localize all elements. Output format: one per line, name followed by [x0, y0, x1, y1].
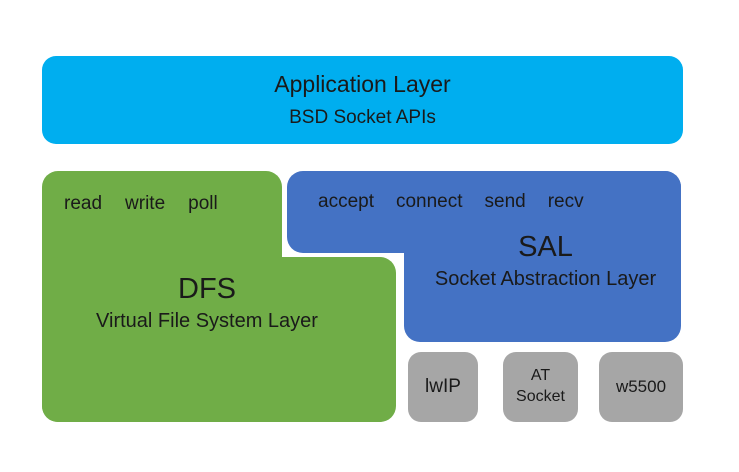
sal-layer-shape-right: [404, 171, 681, 342]
dfs-op-poll: poll: [188, 193, 218, 214]
protocol-stack-at-socket-label-line2: Socket: [516, 388, 565, 405]
dfs-acronym: DFS: [178, 273, 236, 305]
dfs-layer-labels: DFS Virtual File System Layer: [42, 273, 372, 333]
protocol-stack-at-socket: AT Socket: [503, 352, 578, 422]
sal-op-connect: connect: [395, 191, 463, 212]
sal-op-recv: recv: [547, 191, 584, 212]
dfs-layer-shape-bottom: [42, 257, 396, 422]
sal-layer-name: Socket Abstraction Layer: [434, 268, 657, 290]
protocol-stack-lwip-label: lwIP: [425, 376, 461, 397]
protocol-stack-w5500-label: w5500: [615, 377, 667, 396]
sal-op-accept: accept: [318, 191, 374, 212]
application-layer-subtitle: BSD Socket APIs: [289, 107, 436, 128]
sal-op-send: send: [484, 191, 526, 212]
protocol-stack-w5500: w5500: [599, 352, 683, 422]
protocol-stack-lwip: lwIP: [408, 352, 478, 422]
sal-operations: accept connect send recv: [318, 191, 584, 213]
application-layer-title: Application Layer: [274, 71, 451, 97]
application-layer-box: Application Layer BSD Socket APIs: [42, 56, 683, 144]
dfs-op-read: read: [64, 193, 103, 214]
dfs-layer-name: Virtual File System Layer: [96, 310, 318, 332]
dfs-operations: read write poll: [64, 193, 218, 215]
sal-acronym: SAL: [518, 231, 573, 263]
protocol-stack-at-socket-label-line1: AT: [530, 367, 551, 385]
dfs-op-write: write: [125, 193, 166, 214]
sal-layer-labels: SAL Socket Abstraction Layer: [410, 231, 681, 291]
